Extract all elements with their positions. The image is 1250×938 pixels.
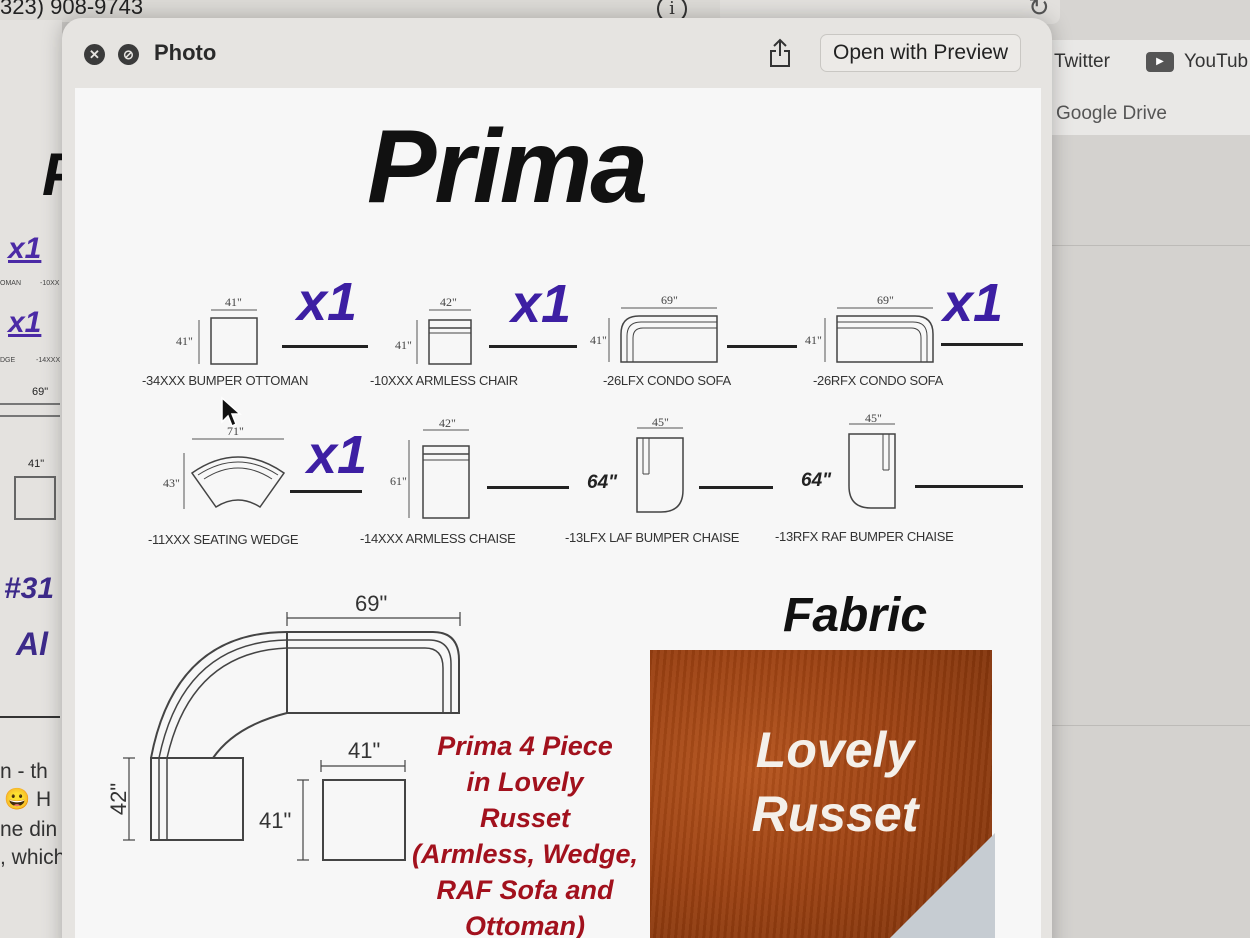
background-qty: x1: [8, 232, 42, 265]
bumper-ottoman-drawing: [198, 309, 258, 365]
background-label: -10XX: [40, 280, 60, 287]
piece-width: 71": [227, 424, 244, 438]
rf-condo-sofa-drawing: [824, 307, 934, 363]
layout-ottoman-width: 41": [348, 738, 381, 763]
promo-line: in Lovely: [466, 767, 584, 797]
background-dimension: 41": [28, 458, 45, 470]
piece-height: 41": [176, 334, 193, 348]
layout-diagram: [123, 612, 461, 841]
piece-qty: x1: [943, 273, 1004, 333]
piece-label: -34XXX BUMPER OTTOMAN: [142, 373, 309, 388]
background-text: ne din: [0, 818, 58, 841]
background-browser-content: [1050, 135, 1250, 938]
background-text: , which: [0, 846, 66, 869]
qty-line: [727, 345, 797, 348]
youtube-icon: ▶: [1146, 52, 1174, 72]
background-phone-number: 323) 908-9743: [0, 0, 144, 19]
piece-width: 69": [877, 293, 894, 307]
piece-width: 41": [225, 295, 242, 309]
piece-height: 41": [805, 333, 822, 347]
share-icon[interactable]: [768, 38, 792, 68]
piece-label: -26RFX CONDO SOFA: [813, 373, 943, 388]
qty-line: [282, 345, 368, 348]
fabric-heading: Fabric: [783, 589, 928, 642]
layout-ottoman-drawing: [297, 760, 406, 861]
reload-icon[interactable]: ↻: [1028, 0, 1050, 22]
flyer-image: Prima 41" 41" x1 -34XXX BUMPER OTTOMAN 4…: [75, 88, 1041, 938]
piece-height: 41": [590, 333, 607, 347]
piece-label: -11XXX SEATING WEDGE: [148, 532, 299, 547]
open-with-preview-button[interactable]: Open with Preview: [820, 34, 1022, 72]
piece-width: 42": [439, 416, 456, 430]
piece-height: 64": [587, 472, 618, 493]
swatch-line: Russet: [751, 786, 919, 842]
swatch-line: Lovely: [755, 722, 915, 778]
quick-look-titlebar: ✕ ⊘ Photo Open with Preview: [62, 18, 1052, 86]
raf-bumper-chaise-drawing: [848, 423, 896, 509]
bookmark-google-drive[interactable]: Google Drive: [1056, 103, 1167, 124]
background-text: 😀 H: [4, 788, 52, 811]
background-label: -14XXX: [36, 357, 61, 364]
background-label: OMAN: [0, 280, 21, 287]
seating-wedge-drawing: [183, 438, 286, 509]
layout-sofa-width: 69": [355, 591, 388, 616]
promo-line: (Armless, Wedge,: [411, 839, 639, 869]
piece-qty: x1: [511, 274, 572, 334]
lf-condo-sofa-drawing: [608, 307, 718, 363]
background-sofa-drawing: [0, 403, 60, 417]
background-text: n - th: [0, 760, 48, 783]
qty-line: [487, 486, 569, 489]
background-divider: [1050, 725, 1250, 726]
background-document: [0, 20, 62, 938]
piece-height: 43": [163, 476, 180, 490]
promo-line: Prima 4 Piece: [437, 731, 613, 761]
piece-width: 69": [661, 293, 678, 307]
piece-qty: x1: [307, 425, 368, 485]
armless-chaise-drawing: [408, 429, 470, 519]
background-divider: [0, 716, 60, 718]
bookmark-twitter[interactable]: Twitter: [1054, 51, 1110, 72]
promo-line: Russet: [479, 803, 571, 833]
piece-label: -13RFX RAF BUMPER CHAISE: [775, 529, 954, 544]
background-ottoman-drawing: [14, 476, 56, 520]
background-label: DGE: [0, 357, 16, 364]
swatch-label: Lovely Russet: [725, 718, 945, 846]
piece-label: -14XXX ARMLESS CHAISE: [360, 531, 516, 546]
qty-line: [915, 485, 1023, 488]
laf-bumper-chaise-drawing: [636, 427, 684, 513]
qty-line: [941, 343, 1023, 346]
fullscreen-icon[interactable]: ⊘: [118, 44, 139, 65]
background-qty: x1: [8, 306, 42, 339]
promo-text: Prima 4 Piece in Lovely Russet (Armless,…: [405, 728, 645, 938]
armless-chair-drawing: [416, 309, 472, 365]
window-title: Photo: [154, 40, 217, 65]
background-dimension: 69": [32, 386, 49, 398]
background-heading: Al: [16, 626, 48, 662]
mouse-cursor-icon: [221, 396, 242, 428]
promo-line: RAF Sofa and: [436, 875, 614, 905]
background-heading: #31: [4, 572, 55, 605]
promo-line: Ottoman): [465, 911, 585, 938]
piece-label: -10XXX ARMLESS CHAIR: [370, 373, 518, 388]
piece-height: 61": [390, 474, 407, 488]
piece-qty: x1: [297, 272, 358, 332]
bookmark-youtube[interactable]: YouTub: [1184, 51, 1249, 72]
piece-label: -13LFX LAF BUMPER CHAISE: [565, 530, 740, 545]
piece-width: 45": [865, 411, 882, 425]
background-window-top: [0, 0, 720, 22]
close-icon[interactable]: ✕: [84, 44, 105, 65]
piece-width: 42": [440, 295, 457, 309]
flyer-title: Prima: [367, 109, 648, 225]
piece-width: 45": [652, 415, 669, 429]
qty-line: [290, 490, 362, 493]
piece-height: 64": [801, 470, 832, 491]
piece-height: 41": [395, 338, 412, 352]
qty-line: [699, 486, 773, 489]
piece-label: -26LFX CONDO SOFA: [603, 373, 731, 388]
layout-ottoman-height: 41": [259, 808, 292, 833]
qty-line: [489, 345, 577, 348]
swatch-page-curl: [875, 833, 995, 938]
background-divider: [1050, 245, 1250, 246]
